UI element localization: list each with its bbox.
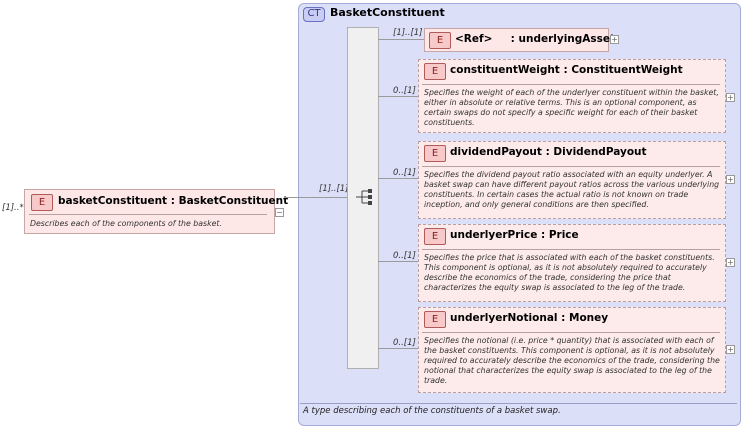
element-2-expand-toggle[interactable]: + bbox=[726, 93, 735, 102]
element-1-box[interactable] bbox=[424, 28, 609, 52]
sequence-icon bbox=[356, 189, 372, 205]
element-2-description: Specifies the weight of each of the unde… bbox=[424, 88, 719, 127]
root-element-badge: E bbox=[31, 194, 53, 211]
element-2-divider bbox=[422, 84, 720, 85]
branch-line-4 bbox=[378, 261, 418, 262]
root-connector bbox=[284, 197, 347, 198]
element-4-expand-toggle[interactable]: + bbox=[726, 258, 735, 267]
root-collapse-toggle[interactable]: − bbox=[275, 208, 284, 217]
element-1-name: <Ref> : underlyingAsset bbox=[455, 33, 616, 45]
element-1-expand-toggle[interactable]: + bbox=[610, 35, 619, 44]
element-5-expand-toggle[interactable]: + bbox=[726, 345, 735, 354]
element-3-box[interactable] bbox=[418, 141, 726, 219]
element-1-badge: E bbox=[429, 32, 451, 49]
element-4-name: underlyerPrice : Price bbox=[450, 229, 579, 241]
element-5-description: Specifies the notional (i.e. price * qua… bbox=[424, 336, 720, 385]
branch-line-2 bbox=[378, 96, 418, 97]
sequence-cardinality: [1]..[1] bbox=[319, 184, 349, 194]
complex-type-separator bbox=[300, 403, 737, 404]
sequence-compositor[interactable] bbox=[347, 27, 379, 369]
element-4-description: Specifies the price that is associated w… bbox=[424, 253, 715, 292]
root-element-name: basketConstituent : BasketConstituent bbox=[58, 195, 289, 207]
element-2-box[interactable] bbox=[418, 59, 726, 133]
element-3-cardinality: 0..[1] bbox=[393, 168, 416, 178]
element-3-expand-toggle[interactable]: + bbox=[726, 175, 735, 184]
complex-type-description: A type describing each of the constituen… bbox=[303, 406, 561, 416]
root-element-divider bbox=[29, 214, 267, 215]
root-element-description: Describes each of the components of the … bbox=[30, 219, 222, 228]
element-4-badge: E bbox=[424, 228, 446, 245]
element-5-badge: E bbox=[424, 311, 446, 328]
element-3-description: Specifies the dividend payout ratio asso… bbox=[424, 170, 720, 209]
element-2-cardinality: 0..[1] bbox=[393, 86, 416, 96]
element-4-cardinality: 0..[1] bbox=[393, 251, 416, 261]
branch-line-3 bbox=[378, 178, 418, 179]
element-2-badge: E bbox=[424, 63, 446, 80]
element-4-divider bbox=[422, 249, 720, 250]
complex-type-badge: CT bbox=[303, 7, 325, 22]
element-3-divider bbox=[422, 166, 720, 167]
branch-line-1 bbox=[378, 39, 424, 40]
branch-line-5 bbox=[378, 348, 418, 349]
element-3-name: dividendPayout : DividendPayout bbox=[450, 146, 647, 158]
complex-type-title: BasketConstituent bbox=[330, 6, 445, 19]
element-2-name: constituentWeight : ConstituentWeight bbox=[450, 64, 683, 76]
root-cardinality: [1]..* bbox=[2, 203, 24, 213]
element-5-cardinality: 0..[1] bbox=[393, 338, 416, 348]
root-element-box[interactable] bbox=[24, 189, 275, 234]
element-5-box[interactable] bbox=[418, 307, 726, 393]
element-3-badge: E bbox=[424, 145, 446, 162]
element-5-name: underlyerNotional : Money bbox=[450, 312, 609, 324]
element-5-divider bbox=[422, 332, 720, 333]
element-1-cardinality: [1]..[1] bbox=[393, 28, 423, 38]
element-4-box[interactable] bbox=[418, 224, 726, 302]
